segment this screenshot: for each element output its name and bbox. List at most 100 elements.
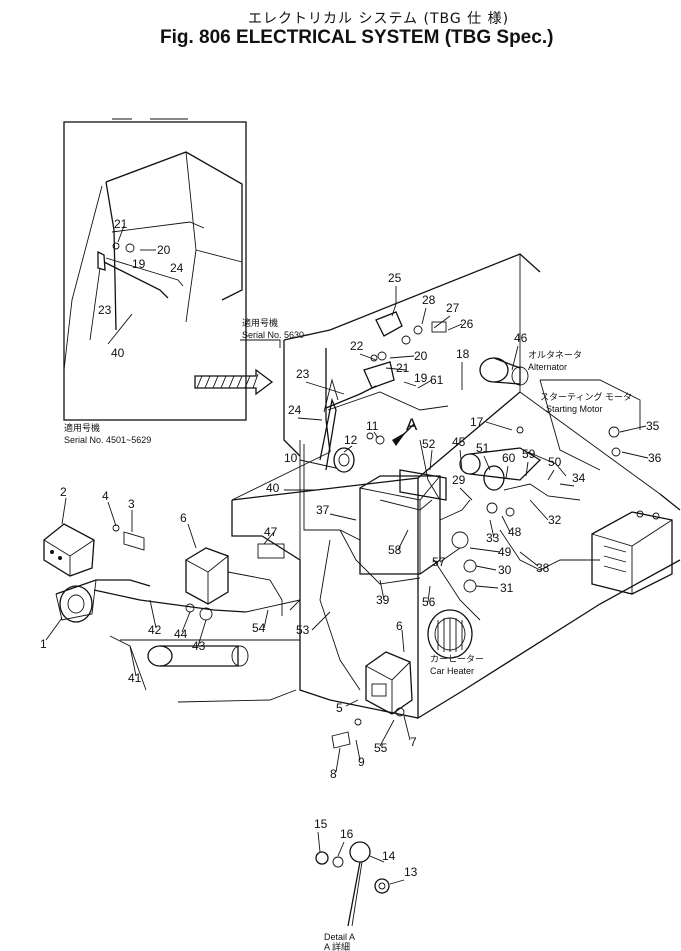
wiper-blade-inset <box>103 261 169 299</box>
label-18: 18 <box>456 347 470 361</box>
detail-a-caption-jp: A 詳細 <box>324 941 350 951</box>
bracket <box>43 523 95 577</box>
alternator-label-jp: オルタネータ <box>528 350 582 360</box>
inset-frame <box>63 121 247 421</box>
starting-motor-label-jp: スターティング モータ <box>540 391 632 402</box>
label-35: 35 <box>646 419 660 433</box>
label-41: 41 <box>128 671 142 685</box>
car-heater <box>427 609 473 659</box>
label-37: 37 <box>316 503 330 517</box>
label-23: 23 <box>296 367 310 381</box>
label-40-inset: 40 <box>111 346 125 360</box>
label-4: 4 <box>102 489 109 503</box>
label-44: 44 <box>174 627 188 641</box>
detail-a-caption: Detail A <box>324 932 355 942</box>
label-61: 61 <box>430 373 444 387</box>
label-1: 1 <box>40 637 47 651</box>
label-34: 34 <box>572 471 586 485</box>
label-54: 54 <box>252 621 266 635</box>
label-22: 22 <box>350 339 364 353</box>
label-43: 43 <box>192 639 206 653</box>
inset-serial-jp: 適用号機 <box>64 422 100 433</box>
label-45: 45 <box>452 435 466 449</box>
cab-outline <box>105 151 243 301</box>
label-40: 40 <box>266 481 280 495</box>
battery-box <box>359 475 441 575</box>
wiper-arm <box>325 385 377 409</box>
label-23-inset: 23 <box>98 303 112 317</box>
label-39: 39 <box>376 593 390 607</box>
label-32: 32 <box>548 513 562 527</box>
label-27: 27 <box>446 301 460 315</box>
label-60: 60 <box>502 451 516 465</box>
label-55: 55 <box>374 741 388 755</box>
label-33: 33 <box>486 531 500 545</box>
main-serial: Serial No. 5630~ <box>242 330 309 340</box>
label-46: 46 <box>514 331 528 345</box>
wiper-blade <box>319 397 337 471</box>
label-21: 21 <box>396 361 410 375</box>
relay-box <box>365 651 413 715</box>
label-25: 25 <box>388 271 402 285</box>
starting-motor-label: Starting Motor <box>546 404 603 414</box>
label-12: 12 <box>344 433 358 447</box>
title-english: Fig. 806 ELECTRICAL SYSTEM (TBG Spec.) <box>160 27 554 48</box>
label-57: 57 <box>432 555 446 569</box>
label-53: 53 <box>296 623 310 637</box>
label-6: 6 <box>180 511 187 525</box>
label-58: 58 <box>388 543 402 557</box>
label-10: 10 <box>284 451 298 465</box>
label-15: 15 <box>314 817 328 831</box>
label-14: 14 <box>382 849 396 863</box>
label-24-inset: 24 <box>170 261 184 275</box>
detail-a-marker: A <box>406 415 418 434</box>
title-japanese: エレクトリカル システム (TBG 仕 様) <box>248 11 510 27</box>
label-9: 9 <box>358 755 365 769</box>
inset-serial: Serial No. 4501~5629 <box>64 435 151 445</box>
starting-motor <box>459 453 481 475</box>
label-5: 5 <box>336 701 343 715</box>
label-26: 26 <box>460 317 474 331</box>
washer-motor <box>333 447 355 473</box>
label-7: 7 <box>410 735 417 749</box>
label-2: 2 <box>60 485 67 499</box>
label-48: 48 <box>508 525 522 539</box>
label-49: 49 <box>498 545 512 559</box>
hatched-arrow <box>194 368 274 396</box>
label-29: 29 <box>452 473 466 487</box>
label-51: 51 <box>476 441 490 455</box>
label-17: 17 <box>470 415 484 429</box>
battery <box>591 511 673 595</box>
label-50: 50 <box>548 455 562 469</box>
label-6-lower: 6 <box>396 619 403 633</box>
label-20: 20 <box>414 349 428 363</box>
label-47: 47 <box>264 525 278 539</box>
label-11: 11 <box>366 419 379 433</box>
label-30: 30 <box>498 563 512 577</box>
label-19-inset: 19 <box>132 257 146 271</box>
label-21-inset: 21 <box>114 217 128 231</box>
engine-components <box>43 311 673 749</box>
label-38: 38 <box>536 561 550 575</box>
label-24: 24 <box>288 403 302 417</box>
label-36: 36 <box>648 451 662 465</box>
label-31: 31 <box>500 581 514 595</box>
label-13: 13 <box>404 865 418 879</box>
machine-body <box>177 253 681 720</box>
detail-a <box>315 841 390 927</box>
label-8: 8 <box>330 767 337 781</box>
car-heater-label: Car Heater <box>430 666 474 676</box>
label-42: 42 <box>148 623 162 637</box>
label-52: 52 <box>422 437 436 451</box>
label-19: 19 <box>414 371 428 385</box>
label-28: 28 <box>422 293 436 307</box>
label-56: 56 <box>422 595 436 609</box>
car-heater-label-jp: カーヒーター <box>430 654 484 664</box>
horn <box>55 579 151 595</box>
main-serial-jp: 適用号機 <box>242 317 278 328</box>
label-20-inset: 20 <box>157 243 171 257</box>
label-16: 16 <box>340 827 354 841</box>
leader-lines <box>45 286 649 885</box>
